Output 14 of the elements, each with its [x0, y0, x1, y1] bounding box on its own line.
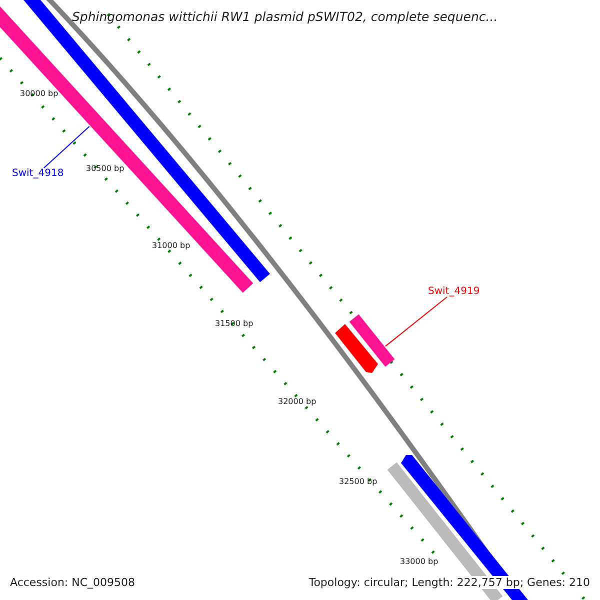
leader-line	[43, 126, 90, 168]
scale-label: 30500 bp	[86, 164, 124, 173]
scale-label: 31500 bp	[215, 319, 254, 328]
info-text: Topology: circular; Length: 222,757 bp; Genes: 210	[308, 576, 590, 589]
title: Sphingomonas wittichii RW1 plasmid pSWIT02, complete sequenc...	[72, 9, 498, 24]
gene-bar	[349, 314, 395, 367]
info-text: Accession: NC_009508	[10, 576, 136, 589]
leader-line	[385, 296, 448, 347]
scale-label: 32500 bp	[339, 477, 378, 486]
scale-label: 33000 bp	[400, 557, 438, 566]
gene-label: Swit_4919	[428, 286, 480, 297]
scale-label: 31000 bp	[152, 241, 190, 250]
scale-label: 30000 bp	[20, 89, 58, 98]
scale-label: 32000 bp	[278, 397, 316, 406]
